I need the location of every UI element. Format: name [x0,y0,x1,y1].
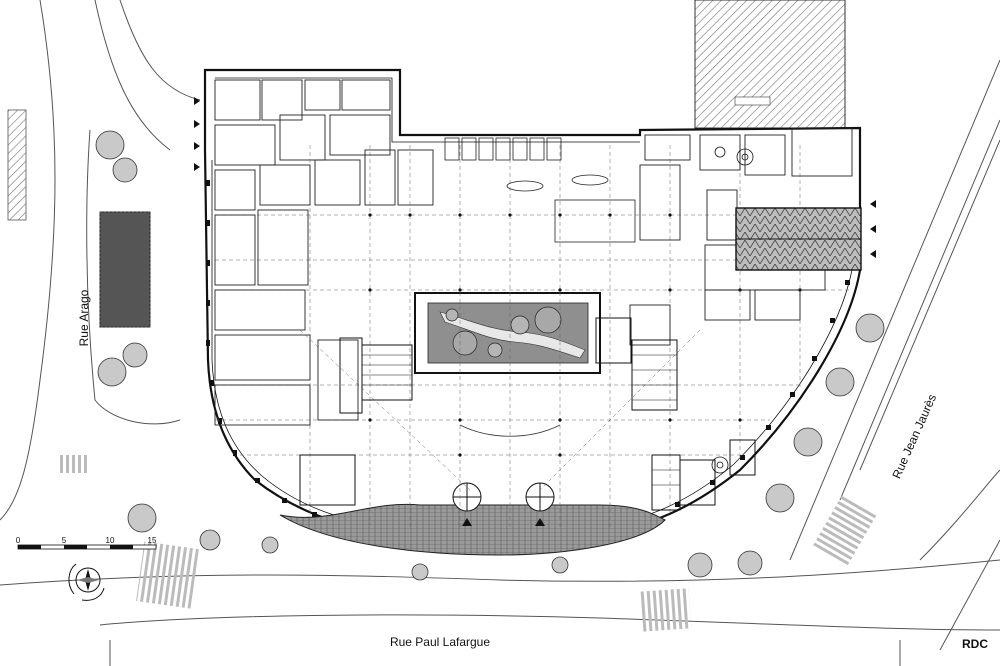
entrance-forecourt [279,503,666,556]
west-dark-plaza [99,211,151,328]
core-details [362,354,680,486]
west-entrance-arrows [194,97,200,171]
street-name-south: Rue Paul Lafargue [390,635,490,649]
spiral-stairs [711,146,754,474]
scale-tick-0: 0 [16,536,21,545]
compass-rose-icon [68,563,105,601]
north-wing-rooms [214,79,434,426]
facade-columns [206,180,850,534]
street-name-east: Rue Jean Jaurès [889,392,939,481]
scale-tick-15: 15 [148,536,157,545]
scale-tick-5: 5 [62,536,67,545]
neighbor-building [694,0,846,129]
east-entrance-arrows [870,200,876,258]
crosswalks [60,455,878,632]
scale-bar: 0 5 10 15 [16,536,157,550]
west-hatched-strip [7,109,27,221]
street-trees [95,130,885,581]
scale-tick-10: 10 [106,536,115,545]
vertical-cores [299,317,756,511]
courtyard-garden [414,292,601,374]
level-label: RDC [962,637,988,651]
street-name-west: Rue Arago [77,289,91,346]
north-windows [444,137,636,243]
